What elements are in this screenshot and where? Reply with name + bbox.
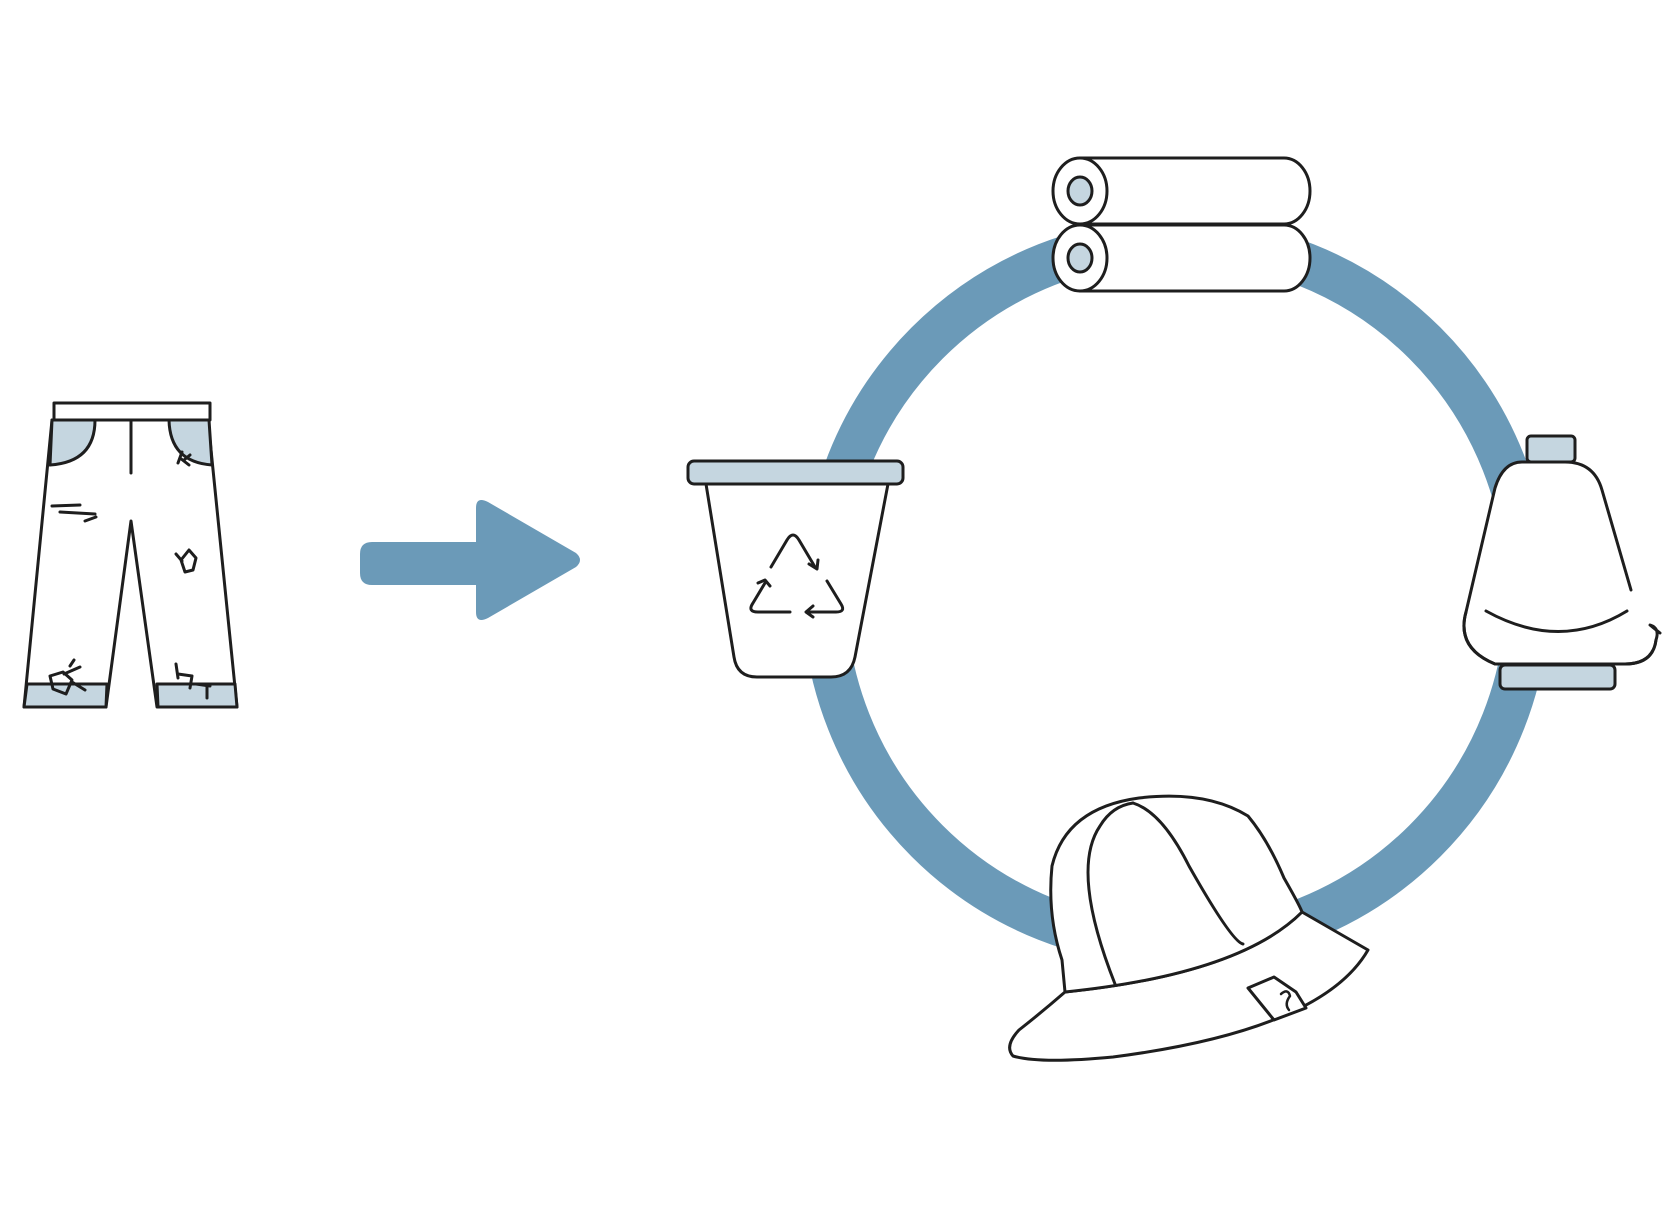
recycle-symbol-icon	[749, 533, 845, 619]
fabric-rolls-icon	[1051, 156, 1312, 293]
recycling-bin-icon	[686, 459, 905, 679]
thread-spool-icon	[1462, 434, 1662, 691]
flow-arrow	[360, 500, 580, 620]
bucket-hat-icon	[1008, 794, 1370, 1062]
worn-pants-icon	[22, 401, 239, 709]
